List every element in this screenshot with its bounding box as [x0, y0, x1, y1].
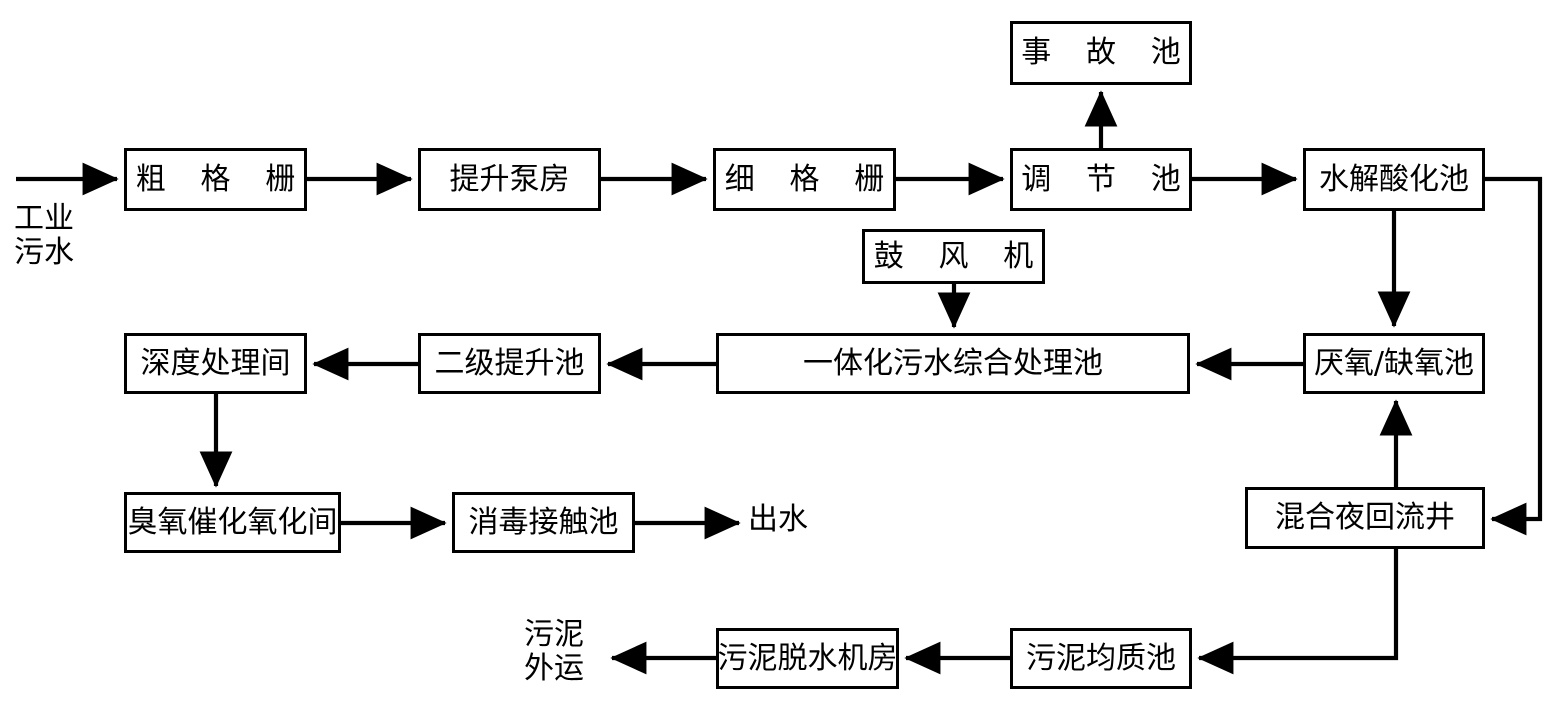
node-shuijie[interactable]: 水解酸化池: [1303, 148, 1485, 211]
node-label: 二级提升池: [434, 345, 585, 381]
node-chouyang[interactable]: 臭氧催化氧化间: [124, 492, 341, 553]
node-yitihua[interactable]: 一体化污水综合处理池: [716, 333, 1190, 394]
node-label: 事 故 池: [1021, 35, 1194, 70]
node-label: 消毒接触池: [468, 504, 619, 540]
node-label: 提升泵房: [449, 161, 570, 197]
node-erji[interactable]: 二级提升池: [418, 333, 601, 394]
node-xigeshan[interactable]: 细 格 栅: [713, 148, 896, 211]
label-effluent: 出水: [748, 502, 808, 537]
node-tishengbeng[interactable]: 提升泵房: [418, 148, 601, 211]
node-label: 污泥脱水机房: [717, 640, 898, 676]
label-sludge-transport: 污泥 外运: [524, 617, 584, 686]
node-huihe[interactable]: 混合夜回流井: [1245, 487, 1485, 549]
node-wunijunzhi[interactable]: 污泥均质池: [1010, 628, 1192, 689]
node-cugeshan[interactable]: 粗 格 栅: [124, 148, 307, 211]
node-label: 粗 格 栅: [135, 161, 308, 197]
node-label: 厌氧/缺氧池: [1313, 345, 1475, 381]
node-label: 臭氧催化氧化间: [127, 504, 338, 540]
node-gufengji[interactable]: 鼓 风 机: [862, 229, 1045, 284]
node-xiaodu[interactable]: 消毒接触池: [452, 492, 635, 553]
node-tiaojie[interactable]: 调 节 池: [1010, 148, 1192, 211]
node-shigu[interactable]: 事 故 池: [1010, 21, 1192, 85]
node-label: 鼓 风 机: [873, 238, 1046, 274]
node-label: 调 节 池: [1021, 161, 1194, 197]
node-label: 深度处理间: [140, 345, 291, 381]
node-label: 一体化污水综合处理池: [803, 345, 1103, 381]
node-yanyang[interactable]: 厌氧/缺氧池: [1303, 333, 1485, 394]
node-wunituoshui[interactable]: 污泥脱水机房: [716, 628, 899, 689]
node-label: 细 格 栅: [724, 161, 897, 197]
label-industrial-wastewater: 工业 污水: [14, 201, 74, 270]
node-label: 水解酸化池: [1319, 161, 1469, 197]
edge-shuijie-to-huihe: [1485, 176, 1543, 536]
node-shendu[interactable]: 深度处理间: [124, 333, 307, 394]
node-label: 污泥均质池: [1026, 640, 1176, 676]
edge-huihe-to-wunijunzhi: [1197, 549, 1399, 675]
node-label: 混合夜回流井: [1275, 500, 1455, 535]
